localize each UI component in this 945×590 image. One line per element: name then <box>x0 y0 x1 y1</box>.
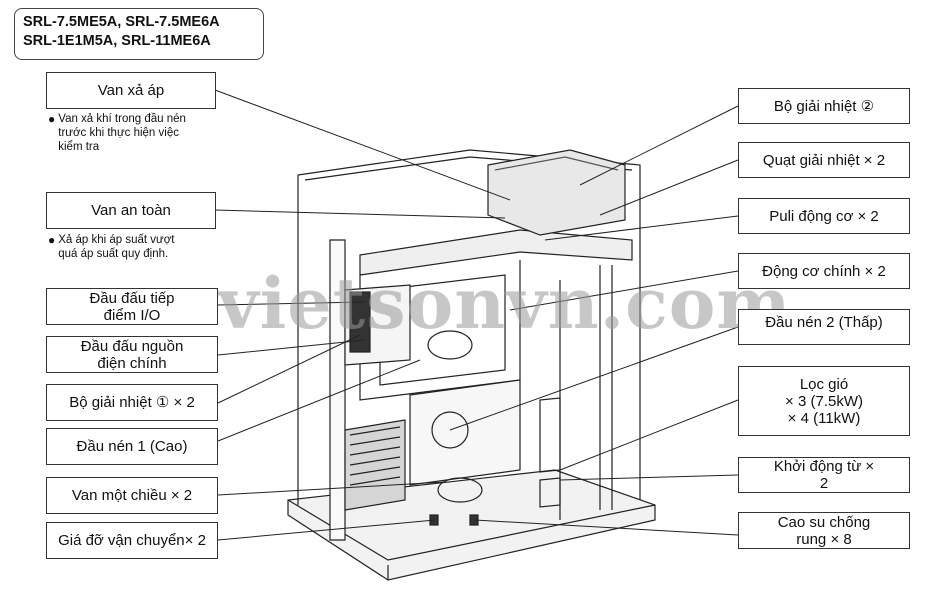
label-motor-pulley: Puli động cơ × 2 <box>738 198 910 234</box>
label-compressor-2: Đầu nén 2 (Thấp) <box>738 309 910 345</box>
model-line-1: SRL-7.5ME5A, SRL-7.5ME6A <box>23 14 220 30</box>
label-io-terminal: Đầu đấu tiếp điểm I/O <box>46 288 218 325</box>
note-safety-valve: ●Xả áp khi áp suất vượt quá áp suất quy … <box>48 233 228 261</box>
model-list-box: SRL-7.5ME5A, SRL-7.5ME6A SRL-1E1M5A, SRL… <box>14 8 264 60</box>
watermark: vietsonvn.com <box>218 262 792 345</box>
label-cooling-fan: Quạt giải nhiệt × 2 <box>738 142 910 178</box>
label-cooler-1: Bộ giải nhiệt ① × 2 <box>46 384 218 421</box>
label-safety-valve: Van an toàn <box>46 192 216 229</box>
label-anti-vibration-rubber: Cao su chống rung × 8 <box>738 512 910 549</box>
note-text: Xả áp khi áp suất vượt quá áp suất quy đ… <box>58 234 175 260</box>
label-check-valve: Van một chiều × 2 <box>46 477 218 514</box>
note-bullet: ● <box>48 233 56 247</box>
label-main-power-terminal: Đầu đấu nguồn điện chính <box>46 336 218 373</box>
label-cooler-2: Bộ giải nhiệt ② <box>738 88 910 124</box>
label-air-filter: Lọc gió × 3 (7.5kW) × 4 (11kW) <box>738 366 910 436</box>
label-transport-bracket: Giá đỡ vận chuyển× 2 <box>46 522 218 559</box>
label-compressor-1: Đầu nén 1 (Cao) <box>46 428 218 465</box>
label-pressure-relief-valve: Van xả áp <box>46 72 216 109</box>
note-pressure-relief: ●Van xả khí trong đầu nén trước khi thực… <box>48 112 228 154</box>
note-bullet: ● <box>48 112 56 126</box>
label-magnetic-starter: Khởi động từ × 2 <box>738 457 910 493</box>
label-main-motor: Động cơ chính × 2 <box>738 253 910 289</box>
note-text: Van xả khí trong đầu nén trước khi thực … <box>58 113 186 153</box>
model-line-2: SRL-1E1M5A, SRL-11ME6A <box>23 33 211 49</box>
